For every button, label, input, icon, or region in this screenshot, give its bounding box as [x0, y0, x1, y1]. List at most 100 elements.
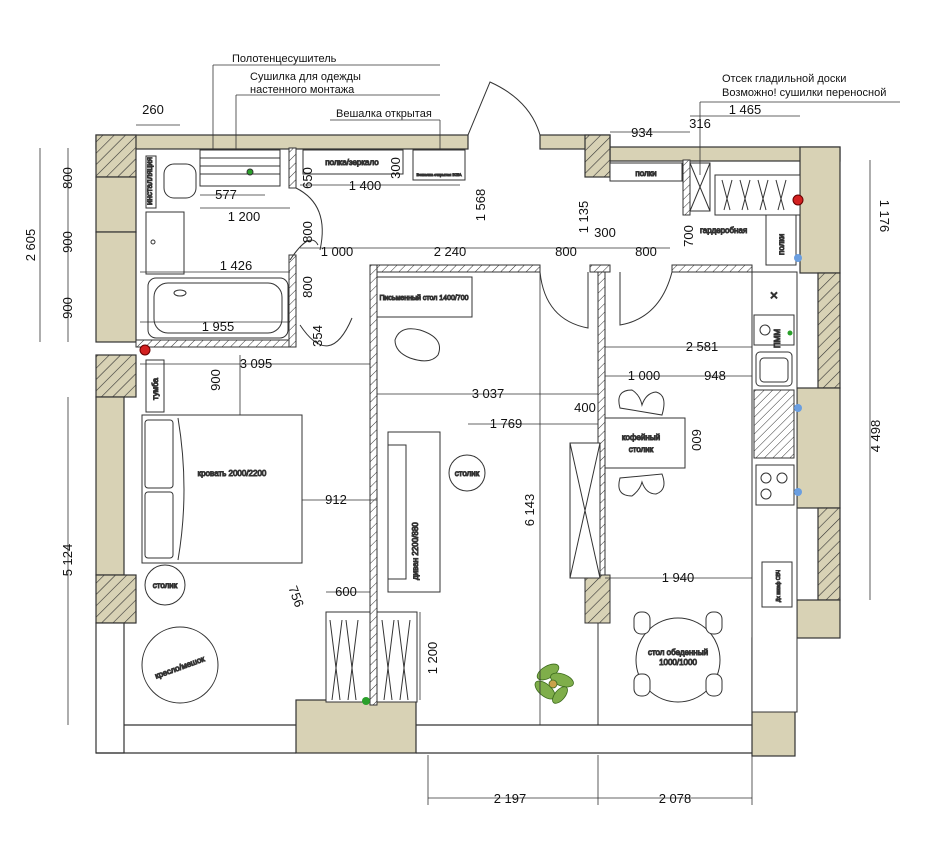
partitions: [135, 147, 753, 725]
burner-icon: [776, 472, 788, 484]
hallway: полка/зеркало Вешалка открытая IKEA: [302, 149, 466, 181]
wall-left-2: [95, 231, 137, 343]
wall-left-1: [95, 176, 137, 233]
desk[interactable]: [376, 276, 473, 318]
dim-2078: 2 078: [659, 791, 692, 806]
callout-hanger: Вешалка открытая: [336, 108, 432, 120]
dining-chair[interactable]: [705, 673, 723, 697]
desk-label: Письменный стол 1400/700: [379, 294, 468, 302]
tumba-label: тумба: [151, 378, 160, 400]
kitchen-door[interactable]: [619, 271, 673, 326]
dim-900-left-1: 900: [60, 231, 75, 253]
dim-1135: 1 135: [576, 201, 591, 234]
dim-800-h2: 800: [635, 244, 657, 259]
dim-600-table: 600: [689, 429, 704, 451]
dim-1940: 1 940: [662, 570, 695, 585]
column-top-right: [584, 134, 611, 178]
column-left-1: [95, 134, 137, 178]
dishwasher-knob: [759, 324, 771, 336]
partition-wardrobe: [682, 159, 691, 216]
column-right-1: [817, 272, 841, 389]
closet-right[interactable]: [376, 611, 418, 703]
callout-ironing-1: Отсек гладильной доски: [722, 73, 846, 85]
dim-934: 934: [631, 125, 653, 140]
dim-3095: 3 095: [240, 356, 273, 371]
bathroom-door[interactable]: [299, 317, 353, 347]
dim-948: 948: [704, 368, 726, 383]
dining-table[interactable]: [635, 617, 721, 703]
nightstand-tumba: [145, 359, 165, 413]
dim-2197: 2 197: [494, 791, 527, 806]
hob[interactable]: [755, 464, 795, 506]
dim-700: 700: [681, 225, 696, 247]
chair-top[interactable]: [618, 389, 665, 416]
bathroom: инсталляция: [145, 149, 289, 339]
bathtub-inner: [153, 282, 283, 334]
dim-1769: 1 769: [490, 416, 523, 431]
bedroom: тумба кровать 2000/2200 столик кресло/ме…: [141, 359, 418, 704]
dim-2581: 2 581: [686, 339, 719, 354]
nightstand-label: столик: [153, 581, 178, 590]
tall-cabinet-label: Дх шкаф СВЧ: [776, 570, 782, 602]
dim-3037: 3 037: [472, 386, 505, 401]
nightstand[interactable]: [144, 564, 186, 606]
kitchen: × ПММ Дх шкаф СВЧ стол обеденный 1000/10…: [633, 271, 798, 713]
sofa-label: диван 2200/880: [411, 522, 420, 580]
dimension-labels: 260 577 1 200 1 426 1 955 3 095 650 1 40…: [23, 102, 892, 806]
dining-label-1: стол обеденный: [648, 648, 708, 657]
tall-cabinet: [761, 561, 793, 608]
dim-2605: 2 605: [23, 229, 38, 262]
living-door[interactable]: [539, 271, 589, 329]
shelf-top-label: полки: [635, 169, 656, 178]
entrance-door[interactable]: [467, 81, 541, 136]
toilet[interactable]: [163, 163, 197, 199]
shelves-right: [765, 214, 797, 266]
chair-bottom[interactable]: [618, 473, 665, 497]
dimension-lines: [39, 64, 900, 805]
wall-left-4: [95, 622, 125, 754]
dim-1176: 1 176: [877, 200, 892, 233]
dining-label-2: 1000/1000: [659, 658, 697, 667]
wall-bottom-block: [295, 699, 417, 754]
callout-labels: Полотенцесушитель Сушилка для одежды нас…: [232, 53, 886, 120]
callout-dryer-1: Сушилка для одежды: [250, 71, 361, 83]
wall-right-mid: [796, 387, 841, 509]
coffee-table[interactable]: [604, 417, 686, 469]
dim-4498: 4 498: [868, 420, 883, 453]
pillow-1: [144, 419, 174, 489]
partition-bath-bottom: [135, 339, 297, 348]
dim-800-left: 800: [60, 167, 75, 189]
burner-icon: [760, 488, 772, 500]
closet-left[interactable]: [325, 611, 371, 703]
callout-ironing-2: Возможно! сушилки переносной: [722, 87, 886, 99]
coffee-table-label-2: столик: [629, 445, 654, 454]
desk-chair[interactable]: [394, 328, 440, 362]
dining-chair[interactable]: [705, 611, 723, 635]
sofa-back: [387, 444, 407, 580]
coffee-table-round[interactable]: [448, 454, 486, 492]
column-mid: [584, 574, 611, 624]
worktop-hatched: [753, 389, 795, 459]
shelf-mirror: [302, 149, 404, 175]
armchair[interactable]: [141, 626, 219, 704]
partition-bath-right-1: [288, 147, 297, 189]
dim-1200-w: 1 200: [425, 642, 440, 675]
dim-1465: 1 465: [729, 102, 762, 117]
dim-650: 650: [300, 167, 315, 189]
markers: [139, 194, 804, 705]
water-marker-icon: [362, 697, 370, 705]
hood-icon: ×: [770, 287, 778, 303]
dim-300a: 300: [388, 157, 403, 179]
bathtub-drain: [173, 289, 187, 297]
bath-door[interactable]: [295, 187, 323, 251]
shelf-top: [609, 162, 683, 182]
dim-400: 400: [574, 400, 596, 415]
closet-hangers: [329, 619, 411, 701]
dim-300b: 300: [594, 225, 616, 240]
dim-1400: 1 400: [349, 178, 382, 193]
bath-door-swing[interactable]: [289, 239, 319, 261]
socket-marker-icon: [794, 404, 802, 412]
dining-chair[interactable]: [633, 611, 651, 635]
wall-top-left: [95, 134, 469, 150]
dining-chair[interactable]: [633, 673, 651, 697]
